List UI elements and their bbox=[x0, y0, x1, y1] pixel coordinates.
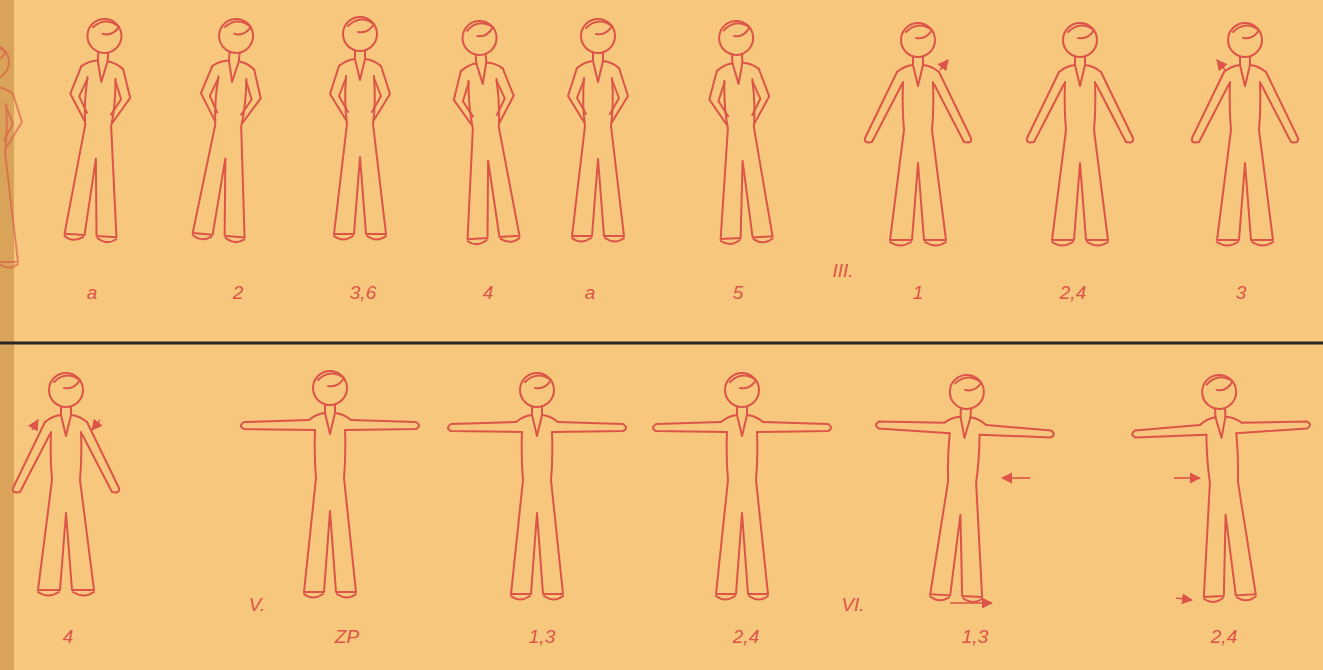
dancer-figure bbox=[1027, 23, 1133, 246]
dancer-figure bbox=[653, 373, 831, 600]
dancer-figure bbox=[0, 45, 22, 268]
step-count: 2 bbox=[233, 283, 244, 302]
dancer-figure bbox=[13, 373, 119, 596]
page-edge bbox=[0, 0, 14, 670]
step-count: 4 bbox=[483, 283, 494, 302]
dancer-figure bbox=[448, 19, 523, 245]
dancer-figure bbox=[448, 373, 626, 600]
dancer-figure bbox=[705, 19, 777, 244]
step-count: 4 bbox=[63, 627, 74, 646]
step-count: a bbox=[87, 283, 98, 302]
motion-arrow bbox=[32, 420, 1200, 603]
step-count: 1,3 bbox=[962, 627, 988, 646]
step-count: 1,3 bbox=[529, 627, 555, 646]
motion-arrow bbox=[940, 60, 1225, 70]
step-count: 2,4 bbox=[1211, 627, 1237, 646]
divider-line bbox=[0, 342, 1323, 345]
dancer-figure bbox=[60, 17, 135, 243]
dancer-figure bbox=[330, 17, 390, 240]
dancer-figure bbox=[241, 371, 419, 598]
dancer-figure bbox=[865, 23, 971, 246]
section-number: VI. bbox=[841, 595, 864, 614]
step-count: 5 bbox=[733, 283, 744, 302]
step-count: 2,4 bbox=[1060, 283, 1086, 302]
section-number: V. bbox=[249, 595, 266, 614]
dancer-figure bbox=[568, 19, 628, 242]
step-count: 2,4 bbox=[733, 627, 759, 646]
step-count: 1 bbox=[913, 283, 924, 302]
step-count: 3 bbox=[1236, 283, 1247, 302]
section-number: III. bbox=[832, 261, 853, 280]
dancer-figure bbox=[867, 370, 1057, 606]
step-count: a bbox=[585, 283, 596, 302]
step-count: 3,6 bbox=[350, 283, 376, 302]
step-count: ZP bbox=[335, 627, 359, 646]
dancer-figure bbox=[188, 16, 267, 243]
dancer-figure bbox=[1129, 370, 1319, 606]
dancer-figure bbox=[1192, 23, 1298, 246]
